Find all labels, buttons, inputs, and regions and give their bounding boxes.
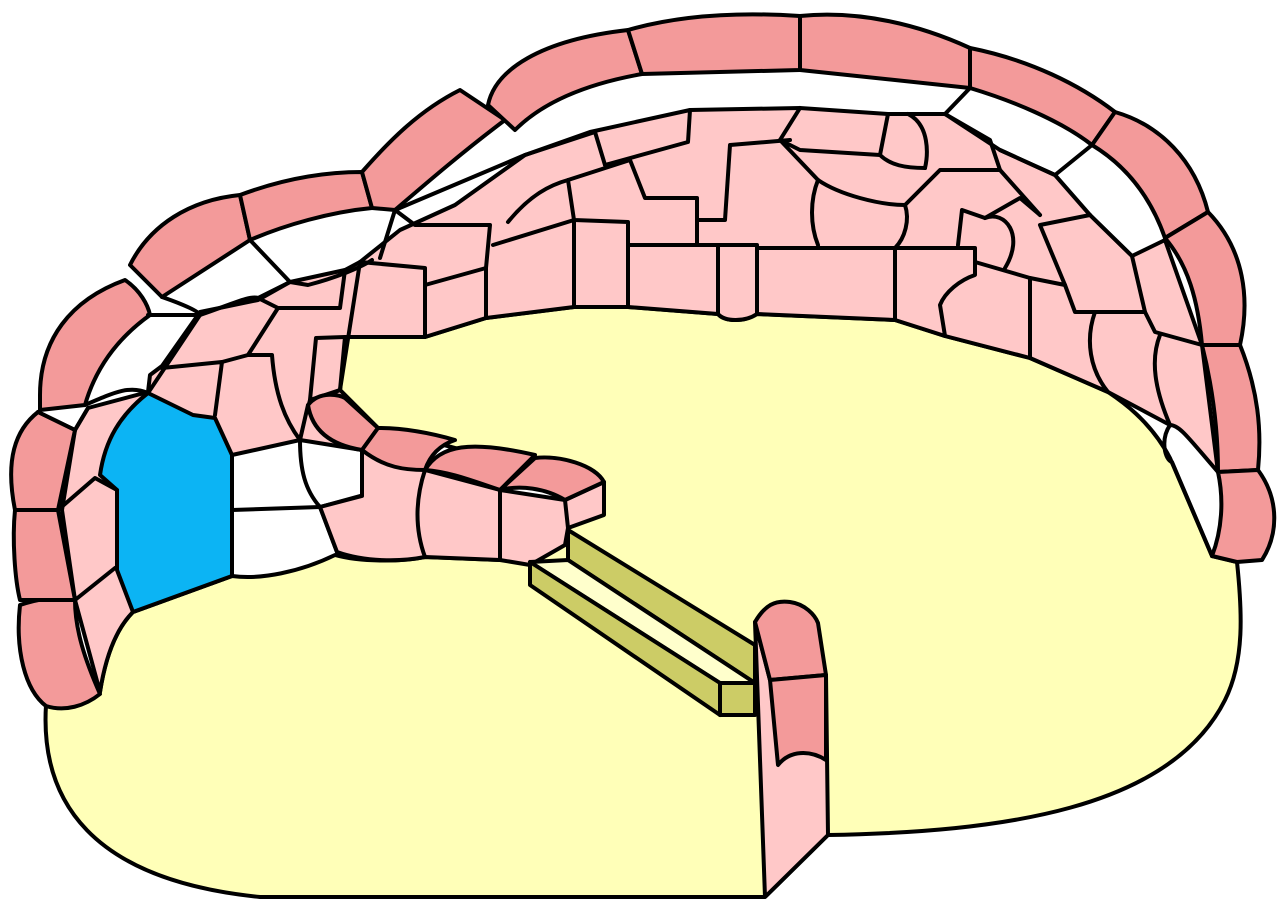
doorway-icon[interactable]	[98, 391, 234, 614]
igloo-cut-post	[753, 599, 830, 899]
igloo-wall-blocks	[36, 86, 1214, 602]
bench-icon[interactable]	[528, 528, 757, 717]
igloo-front-wall	[298, 388, 606, 567]
igloo-rim	[9, 12, 1277, 711]
